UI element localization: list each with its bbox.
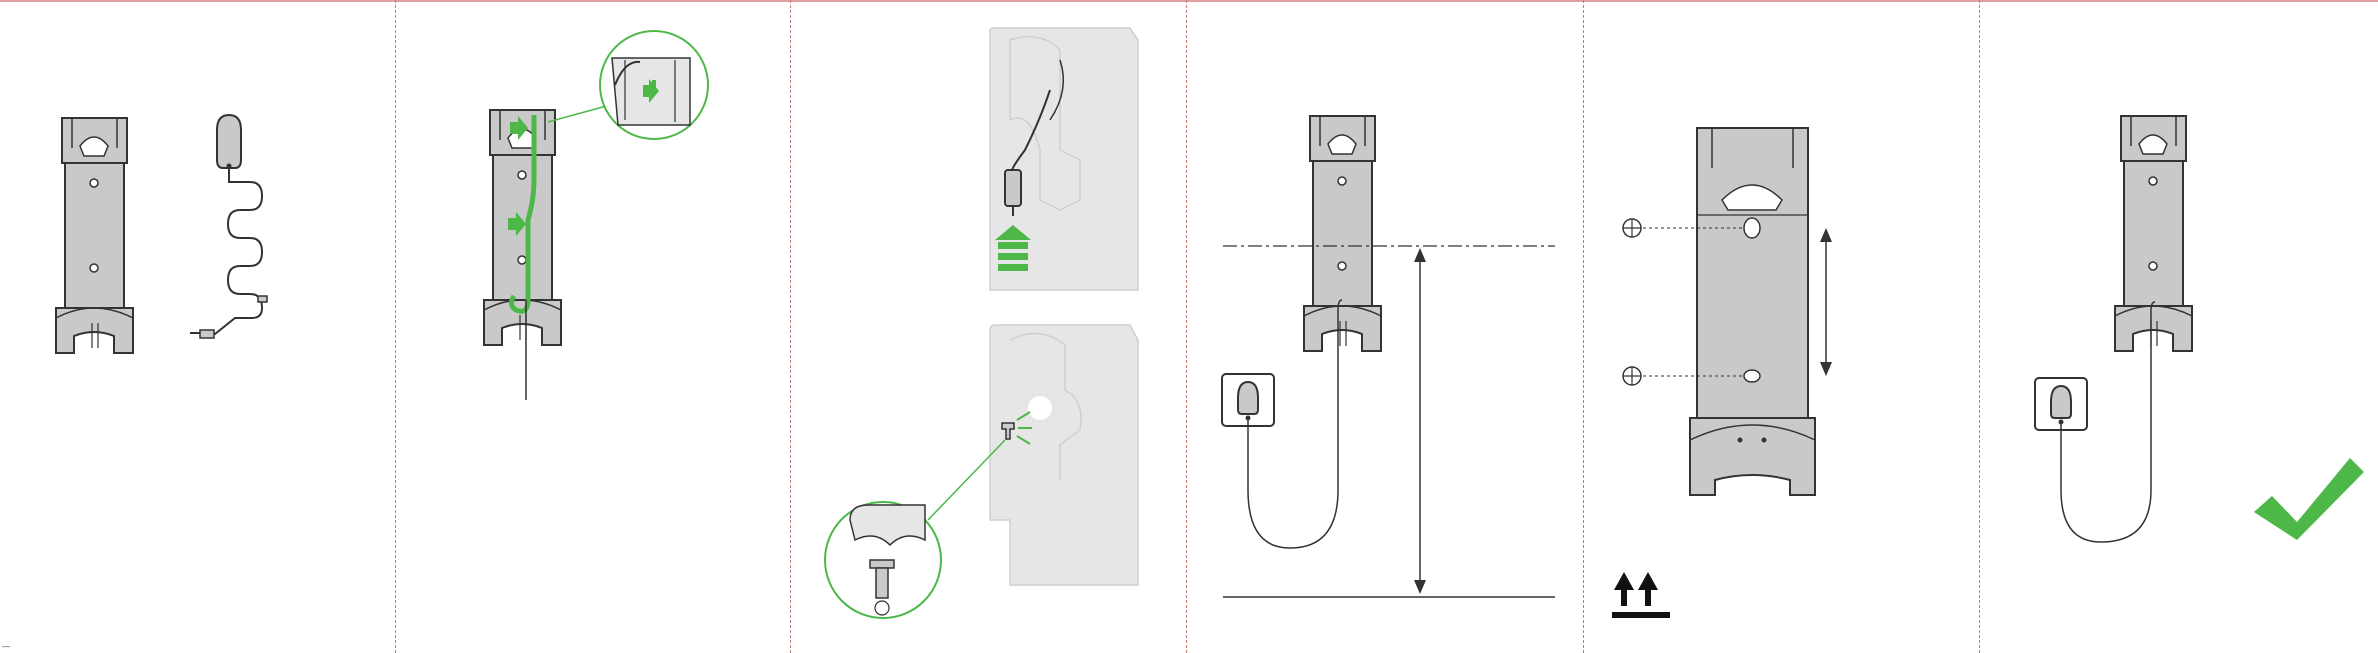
step-5-drill <box>1612 128 1832 618</box>
dock-icon <box>2115 116 2192 351</box>
this-way-up-icon <box>1612 572 1670 618</box>
step-4-height <box>1222 116 1555 597</box>
charger-cable-icon <box>190 115 267 338</box>
step-6-done <box>2035 116 2364 542</box>
screw-hole-icon <box>1744 218 1760 238</box>
dock-icon <box>56 118 133 353</box>
dock-icon <box>1304 116 1381 351</box>
wall-bracket-icon <box>990 325 1138 585</box>
screw-hole-icon <box>1744 370 1760 382</box>
magnifier-icon <box>825 502 941 618</box>
dimension-arrow-icon <box>1414 248 1426 594</box>
step-1-contents <box>56 115 267 353</box>
checkmark-icon <box>2254 458 2364 540</box>
step-2-route-cable <box>484 31 708 400</box>
magnifier-icon <box>600 31 708 139</box>
corner-mark: — <box>2 642 10 651</box>
dimension-arrow-icon <box>1820 228 1832 376</box>
step-3-insert-plug <box>825 28 1138 618</box>
wall-bracket-icon <box>990 28 1138 290</box>
